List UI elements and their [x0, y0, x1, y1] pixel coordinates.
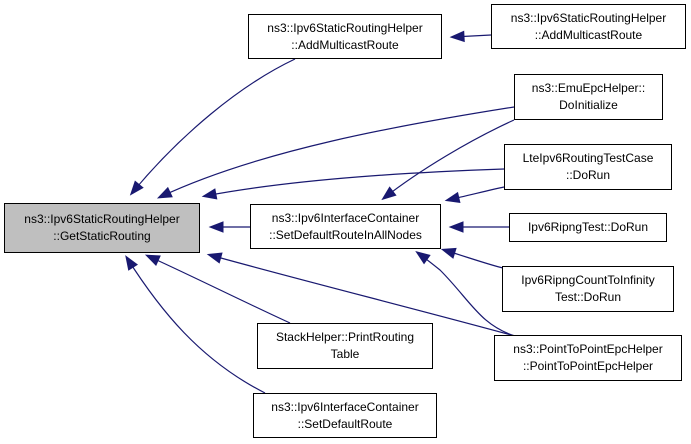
- node-label-line: ns3::Ipv6StaticRoutingHelper: [24, 212, 180, 226]
- edge-add_multicast_route_a-to-get_static_routing: [131, 58, 296, 194]
- node-label-line: LteIpv6RoutingTestCase: [522, 151, 654, 165]
- node-label-line: ns3::Ipv6InterfaceContainer: [271, 399, 419, 414]
- arrowhead-icon: [201, 188, 218, 200]
- node-label-line: ::AddMulticastRoute: [291, 37, 399, 52]
- node-label-line: DoInitialize: [559, 98, 618, 112]
- node-label-line: ::SetDefaultRouteInAllNodes: [269, 227, 422, 242]
- node-ipv6-ripng-count-to-infinity-do-run[interactable]: Ipv6RipngCountToInfinity Test::DoRun: [502, 266, 674, 312]
- node-label-line: ::GetStaticRouting: [53, 229, 151, 243]
- arrowhead-icon: [381, 186, 397, 201]
- arrowhead-icon: [144, 254, 161, 266]
- arrowhead-icon: [415, 251, 431, 265]
- node-label-line: StackHelper::PrintRouting: [275, 330, 415, 344]
- edge-point_to_point_epc_helper-to-get_static_routing: [209, 254, 516, 337]
- node-stack-helper-print-routing-table[interactable]: StackHelper::PrintRouting Table: [257, 323, 433, 369]
- arrowhead-icon: [440, 247, 457, 259]
- node-label-line: ::PointToPointEpcHelper: [522, 359, 654, 373]
- arrowhead-icon: [449, 30, 465, 43]
- node-label-line: ::DoRun: [565, 168, 611, 182]
- arrowhead-icon: [129, 180, 144, 196]
- node-label-line: ns3::Ipv6StaticRoutingHelper: [510, 10, 667, 25]
- node-label-line: ns3::PointToPointEpcHelper: [513, 342, 663, 356]
- node-label-line: ns3::Ipv6StaticRoutingHelper: [267, 20, 423, 35]
- node-emu-epc-do-initialize[interactable]: ns3::EmuEpcHelper:: DoInitialize: [514, 74, 663, 120]
- edge-emu_epc_do_initialize-to-set_default_route_in_all_nodes: [383, 119, 515, 199]
- edge-stack_helper_print_routing_table-to-get_static_routing: [147, 255, 291, 324]
- node-add-multicast-route[interactable]: ns3::Ipv6StaticRoutingHelper ::AddMultic…: [248, 14, 442, 59]
- node-lte-ipv6-routing-do-run[interactable]: LteIpv6RoutingTestCase ::DoRun: [504, 144, 672, 190]
- node-label-line: Test::DoRun: [554, 290, 622, 304]
- node-add-multicast-route-caller[interactable]: ns3::Ipv6StaticRoutingHelper ::AddMultic…: [491, 4, 686, 49]
- node-label-line: Table: [330, 347, 360, 361]
- node-label-line: Ipv6RipngCountToInfinity: [521, 273, 655, 287]
- node-point-to-point-epc-helper[interactable]: ns3::PointToPointEpcHelper ::PointToPoin…: [494, 335, 682, 381]
- arrowhead-icon: [444, 191, 461, 204]
- edge-set_default_route-to-get_static_routing: [126, 257, 266, 394]
- arrowhead-icon: [125, 255, 138, 271]
- edge-lte_ipv6_routing_do_run-to-get_static_routing: [204, 168, 505, 197]
- node-label-line: Ipv6RipngTest::DoRun: [527, 220, 649, 234]
- node-set-default-route-in-all-nodes[interactable]: ns3::Ipv6InterfaceContainer ::SetDefault…: [250, 204, 441, 249]
- arrowhead-icon: [208, 221, 224, 233]
- node-label-line: ns3::Ipv6InterfaceContainer: [271, 210, 420, 225]
- arrowhead-icon: [448, 221, 464, 233]
- node-ipv6-ripng-test-do-run[interactable]: Ipv6RipngTest::DoRun: [509, 213, 667, 242]
- node-label-line: ::AddMulticastRoute: [534, 27, 643, 42]
- arrowhead-icon: [156, 186, 173, 199]
- node-label-line: ::SetDefaultRoute: [297, 416, 393, 431]
- node-label-line: ns3::EmuEpcHelper::: [531, 81, 646, 95]
- edge-emu_epc_do_initialize-to-get_static_routing: [159, 106, 515, 198]
- arrowhead-icon: [206, 252, 223, 264]
- node-get-static-routing[interactable]: ns3::Ipv6StaticRoutingHelper ::GetStatic…: [4, 203, 200, 253]
- node-set-default-route[interactable]: ns3::Ipv6InterfaceContainer ::SetDefault…: [253, 393, 437, 438]
